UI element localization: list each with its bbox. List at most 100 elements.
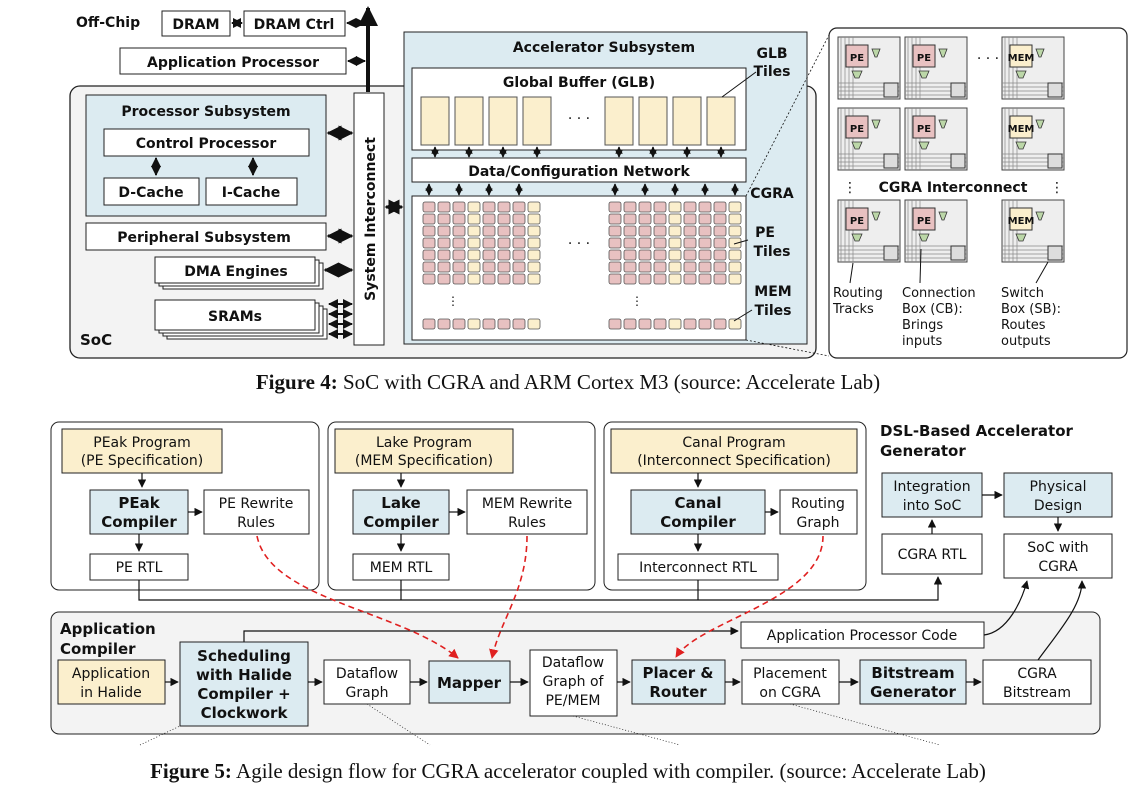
app-processor-code-label: Application Processor Code: [767, 628, 957, 644]
pe-tile: [422, 318, 436, 330]
mem-tile: [1009, 115, 1033, 139]
connection-box-icon: [938, 119, 948, 129]
pe-tile: [482, 318, 496, 330]
dram-ctrl-box: [243, 10, 346, 37]
connection-box-icon: [938, 211, 948, 221]
pe-tile: [683, 201, 697, 213]
mem-tile: [467, 261, 481, 273]
glb-tile-group: [420, 96, 736, 146]
cgra-rtl-box: [881, 533, 983, 575]
switch-box-icon: [883, 245, 899, 261]
dcache-box: [103, 177, 200, 206]
pe-tile: [512, 201, 526, 213]
detail-vdots-left: ⋮: [843, 180, 857, 196]
pe-tile: [497, 225, 511, 237]
glb-network-arrows: [431, 146, 725, 158]
peak-program-box: [61, 428, 223, 474]
pe-tile: [653, 225, 667, 237]
cgra-interconnect-label: CGRA Interconnect: [879, 180, 1028, 196]
mem-tiles-pointer: [733, 309, 753, 322]
pe-tile: [482, 273, 496, 285]
pe-tile: [698, 261, 712, 273]
connection-box-icon: [871, 119, 881, 129]
connection-box-icon: [851, 233, 863, 242]
scheduling-box: [179, 641, 309, 727]
switch-box-icon: [1047, 153, 1063, 169]
pe-tile: [683, 249, 697, 261]
pe-tile: [482, 213, 496, 225]
pe-tile: [437, 201, 451, 213]
figure5-caption-bold: Figure 5:: [150, 759, 232, 783]
detail-tile-label: PE: [850, 124, 864, 135]
physical-design-2: Design: [1034, 498, 1082, 514]
glb-tile: [420, 96, 450, 146]
mem-tile: [527, 318, 541, 330]
dcache-label: D-Cache: [118, 185, 183, 201]
cb-desc-1: Connection: [902, 286, 976, 301]
cb-desc-4: inputs: [902, 334, 942, 349]
pe-tile: [452, 261, 466, 273]
mem-tile: [668, 261, 682, 273]
pe-tile: [845, 44, 869, 68]
connection-box-icon: [918, 233, 930, 242]
canal-compiler-box: [630, 489, 766, 535]
scheduling-1: Scheduling: [197, 647, 291, 665]
pe-tile: [623, 201, 637, 213]
connection-box-icon: [938, 48, 948, 58]
pe-tile: [683, 237, 697, 249]
control-processor-box: [103, 128, 310, 157]
connection-box-icon: [918, 70, 930, 79]
pe-tile: [608, 225, 622, 237]
mem-tiles-label-2: Tiles: [755, 303, 792, 319]
pe-tile: [608, 213, 622, 225]
mem-tile: [527, 201, 541, 213]
mem-rewrite-box: [466, 489, 588, 535]
app-processor-code-box: [740, 621, 985, 649]
mem-tile: [1009, 44, 1033, 68]
peak-compiler-2: Compiler: [101, 513, 177, 531]
routing-to-placer: [675, 535, 824, 658]
pe-tile: [497, 201, 511, 213]
cgra-label: CGRA: [750, 186, 794, 202]
pe-tile: [845, 115, 869, 139]
pe-tile: [623, 249, 637, 261]
mem-tile: [527, 213, 541, 225]
mapper-label: Mapper: [437, 674, 502, 692]
routing-graph-box: [779, 489, 858, 535]
pe-tile: [638, 249, 652, 261]
routing-tracks-1: Routing: [833, 286, 883, 301]
mem-tile: [527, 237, 541, 249]
system-interconnect-label: System Interconnect: [363, 137, 379, 301]
pe-rewrite-1: PE Rewrite: [219, 496, 294, 512]
peripheral-subsystem-label: Peripheral Subsystem: [117, 230, 291, 246]
pe-tile: [623, 237, 637, 249]
pe-tile: [653, 201, 667, 213]
pe-tile: [608, 261, 622, 273]
pe-tile: [497, 249, 511, 261]
detail-tile-label: PE: [850, 216, 864, 227]
connection-box-icon: [1035, 119, 1045, 129]
app-compiler-2: Compiler: [60, 640, 136, 658]
dsl-title-2: Generator: [880, 442, 966, 460]
pe-tile: [623, 225, 637, 237]
mem-tile: [467, 318, 481, 330]
pe-tile: [698, 273, 712, 285]
pe-tile: [497, 273, 511, 285]
peak-compiler-1: PEak: [118, 494, 160, 512]
sb-desc-1: Switch: [1001, 286, 1044, 301]
pe-tile: [912, 44, 936, 68]
connection-box-icon: [1015, 141, 1027, 150]
mem-tile: [467, 249, 481, 261]
pe-tile: [482, 225, 496, 237]
mem-tile: [728, 273, 742, 285]
detail-vdots-right: ⋮: [1050, 180, 1064, 196]
dsl-title-1: DSL-Based Accelerator: [880, 422, 1074, 440]
pe-tile: [437, 237, 451, 249]
detail-tile-label: MEM: [1008, 53, 1035, 64]
pe-tile: [698, 237, 712, 249]
routing-graph-2: Graph: [797, 515, 840, 531]
figure4-caption-text: SoC with CGRA and ARM Cortex M3 (source:…: [338, 370, 880, 394]
peak-program-2: (PE Specification): [81, 453, 204, 469]
mem-tile: [1009, 207, 1033, 231]
